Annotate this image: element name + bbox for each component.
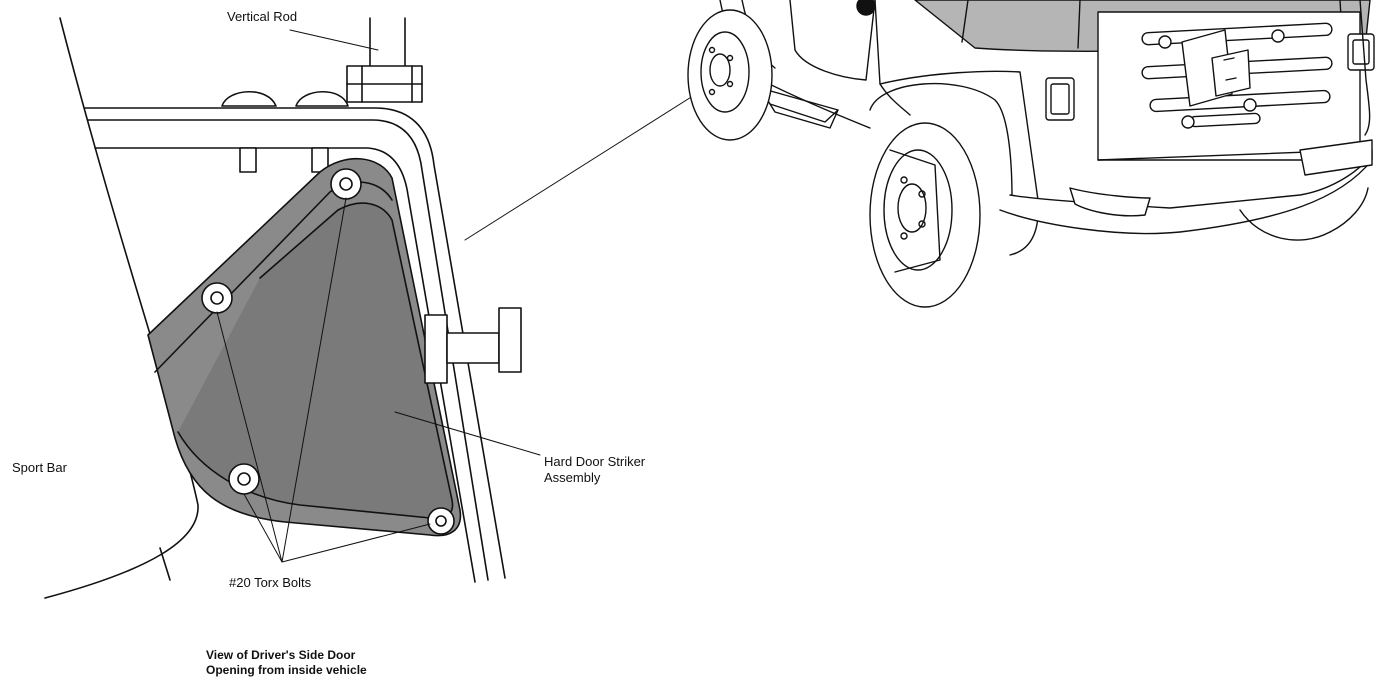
top-bumper-right [295,91,349,107]
leader-striker [394,411,541,456]
rear-fender-flare [869,82,1013,199]
leader-bolt-3 [243,493,283,563]
striker-plate-inner-recess [177,202,454,520]
reference-dot [856,0,876,16]
view-caption-line1: View of Driver's Side Door [206,648,356,662]
body-side [879,70,1039,256]
striker-pin-base [424,314,448,384]
striker-assembly-label-line1: Hard Door Striker [544,454,646,469]
door-opening-detail [44,17,716,599]
sport-bar-outline [44,17,199,599]
frame-tab-left [239,147,257,173]
vehicle-rear-view [687,0,1375,308]
rear-wheel [869,122,981,308]
tail-light-left [1045,77,1075,121]
leader-bolt-4 [281,523,431,563]
tail-light-right [1347,33,1375,71]
striker-pin-shaft [446,332,500,364]
leader-bolt-2 [216,311,283,563]
torx-bolt-bottom-left [228,463,260,495]
door-frame-outer [84,107,506,579]
leader-vertical-rod [289,29,379,51]
door-opening [789,0,876,81]
torx-bolt-top [330,168,362,200]
torx-bolt-left [201,282,233,314]
striker-assembly-label-line2: Assembly [544,470,601,485]
door-frame-inner [94,147,476,583]
sport-bar-label: Sport Bar [12,460,67,475]
striker-pin-head [498,307,522,373]
torx-bolts-label: #20 Torx Bolts [229,575,312,590]
side-step [759,87,839,123]
striker-assembly-label: Hard Door Striker Assembly [544,454,645,486]
leader-bolt-1 [281,197,347,563]
top-bumper-left [221,91,277,107]
vertical-rod-label: Vertical Rod [227,9,298,24]
view-caption-line2: Opening from inside vehicle [206,663,367,677]
door-frame-mid [87,119,489,581]
torx-bolt-bottom-right [427,507,455,535]
front-wheel [687,9,773,141]
sport-bar-lower-edge [159,547,171,581]
leader-to-vehicle [464,81,716,241]
view-caption: View of Driver's Side Door Opening from … [206,648,367,678]
